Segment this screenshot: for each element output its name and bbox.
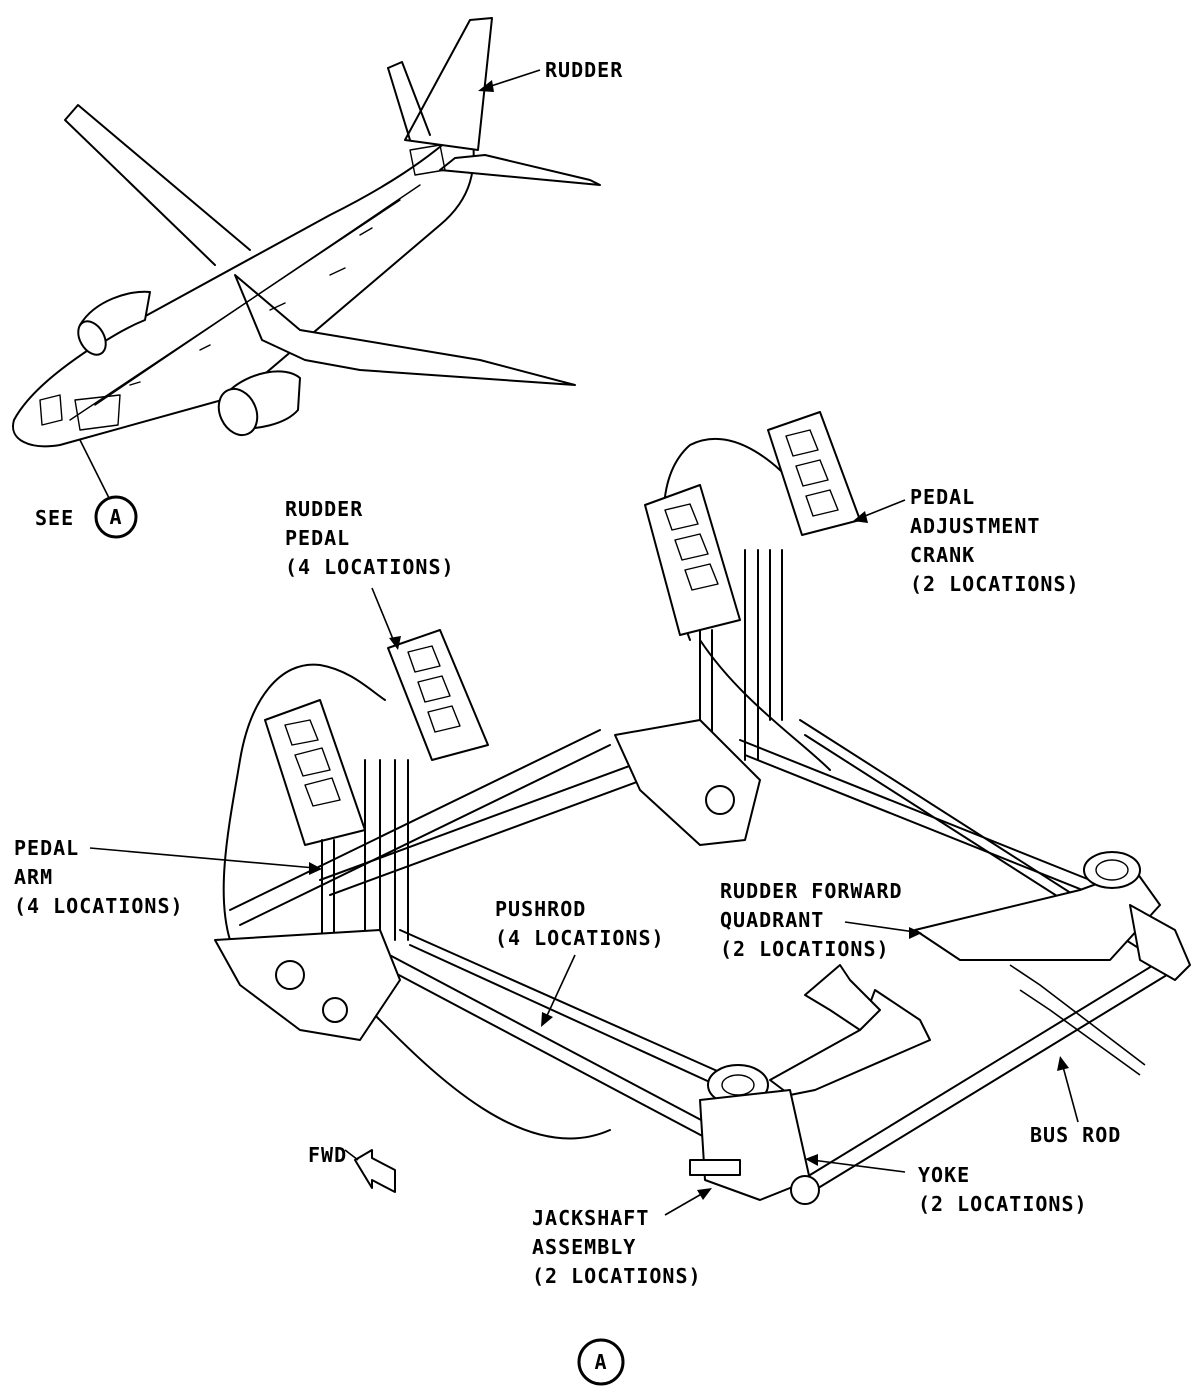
bus-rod-label: BUS ROD	[1030, 1123, 1121, 1147]
yoke-label: YOKE (2 LOCATIONS)	[918, 1163, 1088, 1216]
see-label: SEE	[35, 506, 74, 530]
fwd-label: FWD	[308, 1143, 347, 1167]
view-label-circle	[577, 1338, 625, 1386]
jackshaft-assembly-label: JACKSHAFT ASSEMBLY (2 LOCATIONS)	[532, 1206, 702, 1288]
pedal-linkage-assembly	[214, 411, 1191, 1205]
rudder-pedal-label: RUDDER PEDAL (4 LOCATIONS)	[285, 497, 455, 579]
view-label-letter: A	[594, 1350, 607, 1374]
rudder-forward-quadrant-label: RUDDER FORWARD QUADRANT (2 LOCATIONS)	[720, 879, 916, 961]
see-reference-circle	[94, 495, 138, 539]
pushrod-label: PUSHROD (4 LOCATIONS)	[495, 897, 665, 950]
callout-leaders	[89, 69, 1146, 1216]
airplane-illustration	[12, 17, 601, 501]
pedal-adjustment-crank-label: PEDAL ADJUSTMENT CRANK (2 LOCATIONS)	[910, 485, 1080, 596]
pedal-arm-label: PEDAL ARM (4 LOCATIONS)	[14, 836, 184, 918]
see-reference-letter: A	[109, 505, 122, 529]
fwd-arrow-icon	[344, 1149, 396, 1193]
rudder-label: RUDDER	[545, 58, 623, 82]
